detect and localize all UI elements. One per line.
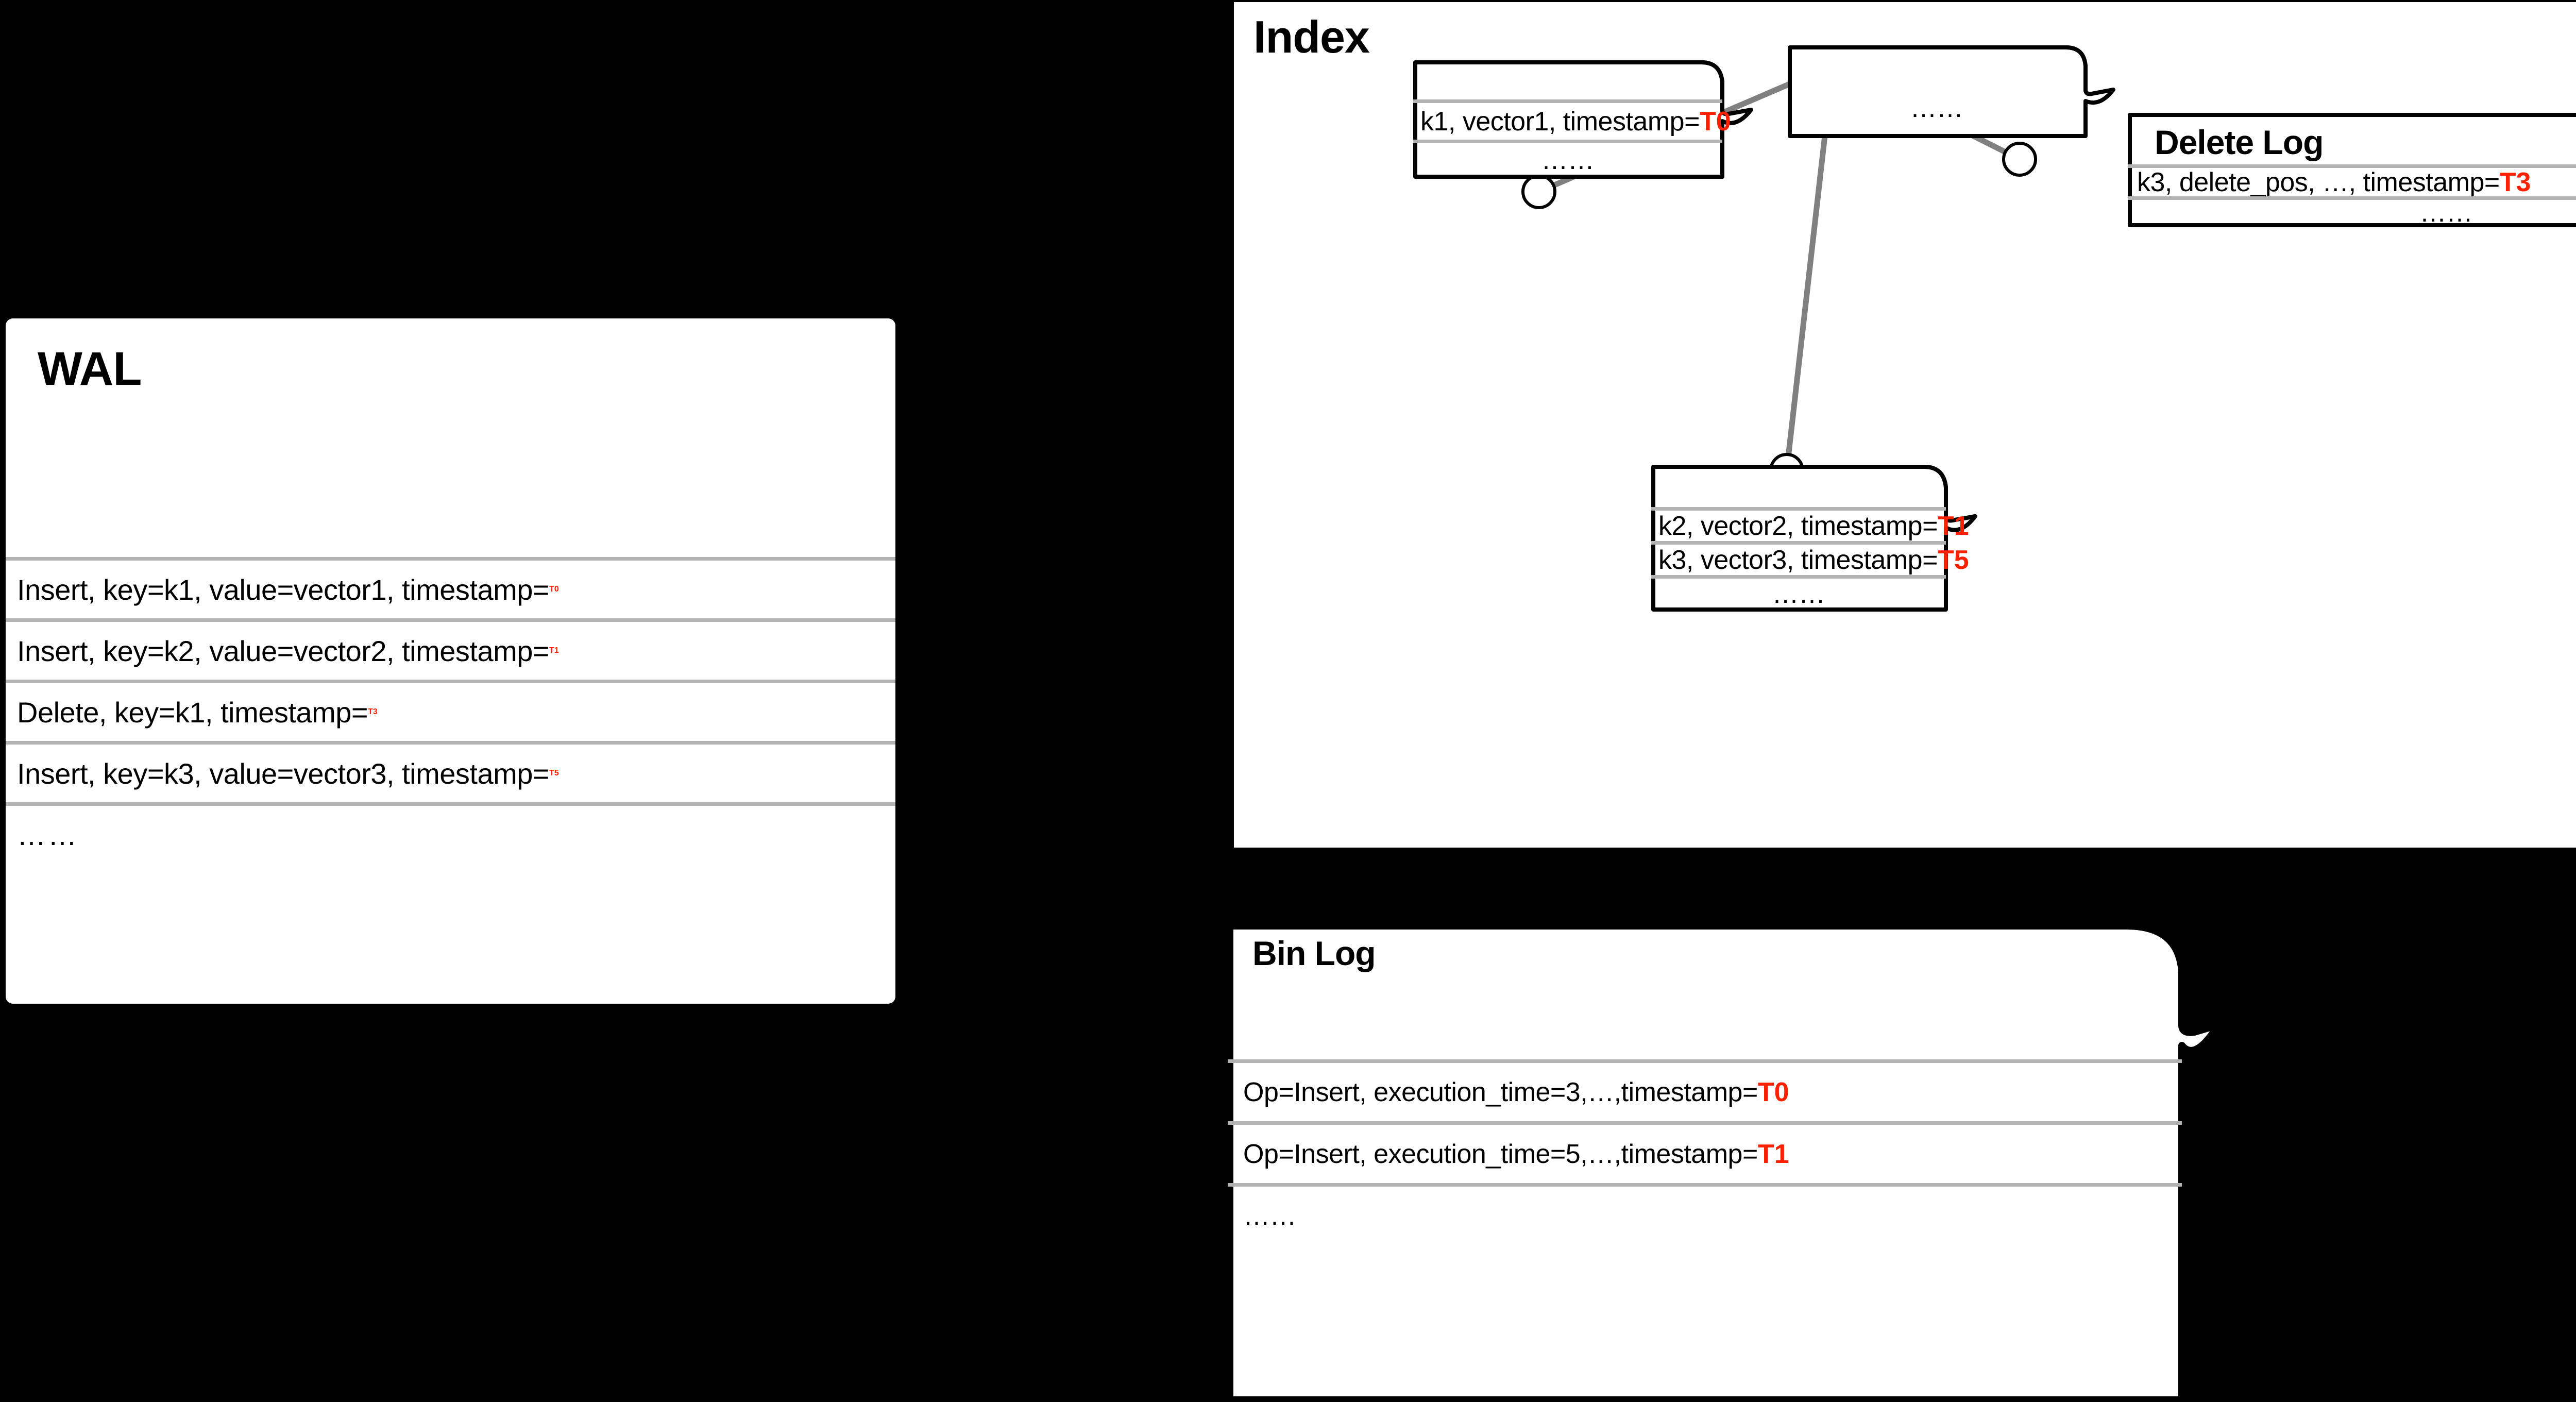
index-node-row-timestamp: T0 bbox=[1699, 106, 1731, 137]
wal-row-text: Insert, key=k1, value=vector1, timestamp… bbox=[17, 573, 550, 606]
document-outline bbox=[1651, 465, 1977, 612]
delete-log-title: Delete Log bbox=[2155, 123, 2324, 161]
delete-log-row-timestamp: T3 bbox=[2499, 167, 2531, 197]
bin-log-title: Bin Log bbox=[1252, 934, 1376, 972]
index-node-row: k1, vector1, timestamp=T0 bbox=[1413, 99, 1731, 140]
index-panel-title: Index bbox=[1253, 11, 1370, 62]
index-node-k2k3-document: k2, vector2, timestamp=T1 k3, vector3, t… bbox=[1651, 465, 1977, 612]
index-node-row-text: k3, vector3, timestamp= bbox=[1658, 545, 1938, 575]
wal-row-text: Insert, key=k3, value=vector3, timestamp… bbox=[17, 757, 550, 790]
wal-row-timestamp: T1 bbox=[549, 646, 559, 655]
bin-log-row-text: Op=Insert, execution_time=3,…,timestamp= bbox=[1243, 1077, 1758, 1107]
bin-log-row: …… bbox=[1228, 1183, 2182, 1245]
bin-log-row-ellipsis: …… bbox=[1243, 1201, 1297, 1231]
index-node-ellipsis-document: …… bbox=[1788, 45, 2115, 138]
document-outline bbox=[1413, 60, 1753, 179]
wal-row: Insert, key=k2, value=vector2, timestamp… bbox=[6, 618, 895, 680]
document-outline bbox=[1226, 922, 2222, 1402]
index-panel: Index k1, vector1, timestamp=T0 bbox=[1234, 2, 2576, 848]
bin-log-row-timestamp: T0 bbox=[1757, 1077, 1789, 1107]
index-node-row: k3, vector3, timestamp=T5 bbox=[1651, 541, 1969, 575]
wal-row-ellipsis: …… bbox=[17, 818, 79, 851]
index-node-row: …… bbox=[1788, 82, 2086, 134]
wal-row: Insert, key=k1, value=vector1, timestamp… bbox=[6, 557, 895, 618]
index-node-row-ellipsis: …… bbox=[1772, 579, 1826, 609]
index-node-k1-document: k1, vector1, timestamp=T0 …… bbox=[1413, 60, 1753, 179]
bin-log-row: Op=Insert, execution_time=5,…,timestamp=… bbox=[1228, 1121, 2182, 1183]
wal-row-timestamp: T3 bbox=[368, 707, 378, 716]
bin-log-row-text: Op=Insert, execution_time=5,…,timestamp= bbox=[1243, 1139, 1758, 1169]
wal-panel-title: WAL bbox=[38, 343, 142, 395]
wal-row: Insert, key=k3, value=vector3, timestamp… bbox=[6, 741, 895, 802]
bin-log-row-timestamp: T1 bbox=[1757, 1139, 1789, 1169]
delete-log-row-ellipsis: …… bbox=[2419, 197, 2473, 228]
tree-node-right bbox=[2002, 142, 2037, 177]
index-node-row: …… bbox=[1651, 575, 1946, 610]
wal-row: …… bbox=[6, 802, 895, 864]
bin-log-row: Op=Insert, execution_time=3,…,timestamp=… bbox=[1228, 1059, 2182, 1121]
delete-log-document: Delete Log k3, delete_pos, …, timestamp=… bbox=[2128, 113, 2576, 228]
wal-row-timestamp: T0 bbox=[549, 585, 559, 594]
document-outline bbox=[1788, 45, 2115, 138]
wal-row-timestamp: T5 bbox=[549, 769, 559, 778]
bin-log-document: Bin Log Op=Insert, execution_time=3,…,ti… bbox=[1226, 922, 2222, 1402]
tree-node-left bbox=[1521, 174, 1556, 209]
index-node-row-text: k1, vector1, timestamp= bbox=[1420, 106, 1700, 137]
index-node-row-timestamp: T1 bbox=[1937, 511, 1969, 541]
index-node-row-timestamp: T5 bbox=[1937, 545, 1969, 575]
delete-log-row: k3, delete_pos, …, timestamp=T3 bbox=[2128, 164, 2576, 197]
wal-panel: WAL Insert, key=k1, value=vector1, times… bbox=[6, 318, 895, 1004]
index-node-row-ellipsis: …… bbox=[1910, 93, 1964, 123]
index-node-row-text: k2, vector2, timestamp= bbox=[1658, 511, 1938, 541]
wal-row-text: Delete, key=k1, timestamp= bbox=[17, 696, 368, 729]
delete-log-row: …… bbox=[2128, 196, 2576, 228]
index-node-row-ellipsis: …… bbox=[1541, 145, 1595, 175]
wal-row-text: Insert, key=k2, value=vector2, timestamp… bbox=[17, 634, 550, 667]
delete-log-row-text: k3, delete_pos, …, timestamp= bbox=[2137, 167, 2500, 197]
index-node-row: k2, vector2, timestamp=T1 bbox=[1651, 507, 1969, 541]
index-node-row: …… bbox=[1413, 140, 1722, 177]
wal-row: Delete, key=k1, timestamp=T3 bbox=[6, 680, 895, 741]
